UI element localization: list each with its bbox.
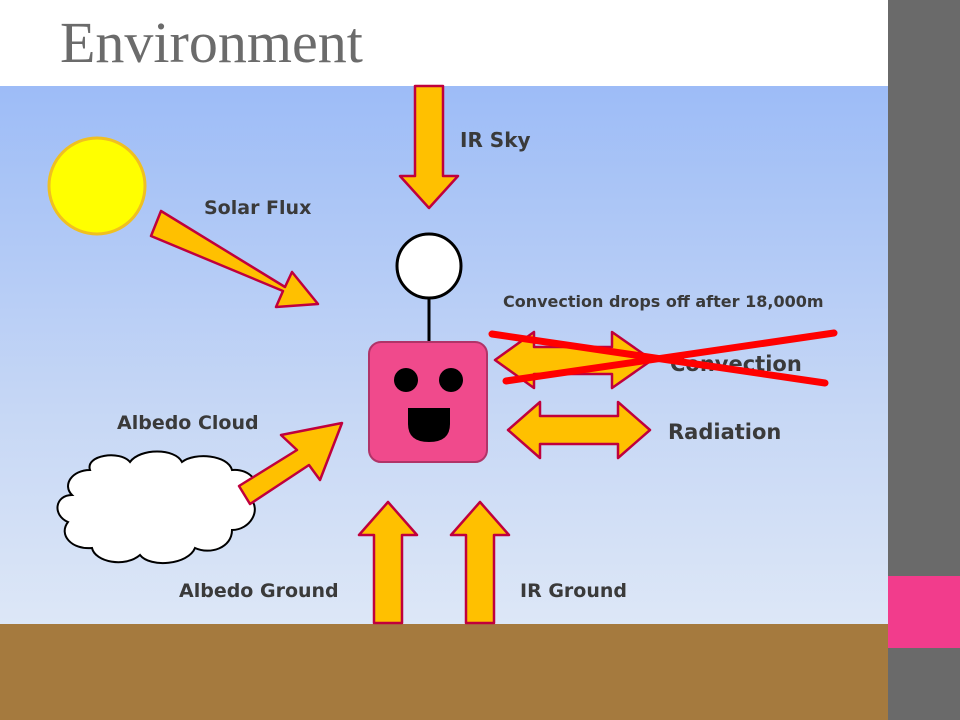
robot-left-eye xyxy=(394,368,418,392)
cloud-icon xyxy=(56,450,258,565)
radiation-arrow xyxy=(506,400,652,460)
solar-flux-arrow xyxy=(149,209,320,309)
albedo-ground-arrow xyxy=(357,500,419,625)
sun-icon xyxy=(47,136,147,236)
side-bar-accent xyxy=(888,576,960,648)
ir-ground-label: IR Ground xyxy=(520,580,627,602)
ground xyxy=(0,624,888,720)
balloon-icon xyxy=(395,232,463,300)
albedo-cloud-arrow xyxy=(237,421,344,506)
ir-ground-arrow xyxy=(449,500,511,625)
convection-note-label: Convection drops off after 18,000m xyxy=(503,292,824,311)
cross-out-line-2 xyxy=(502,329,838,385)
slide-title: Environment xyxy=(60,10,363,75)
albedo-ground-label: Albedo Ground xyxy=(179,580,339,602)
radiation-label: Radiation xyxy=(668,420,782,444)
robot-right-eye xyxy=(439,368,463,392)
robot-mouth xyxy=(408,408,450,442)
ir-sky-label: IR Sky xyxy=(460,128,531,152)
ir-sky-arrow xyxy=(398,84,460,210)
albedo-cloud-label: Albedo Cloud xyxy=(117,412,259,434)
solar-flux-label: Solar Flux xyxy=(204,197,312,219)
